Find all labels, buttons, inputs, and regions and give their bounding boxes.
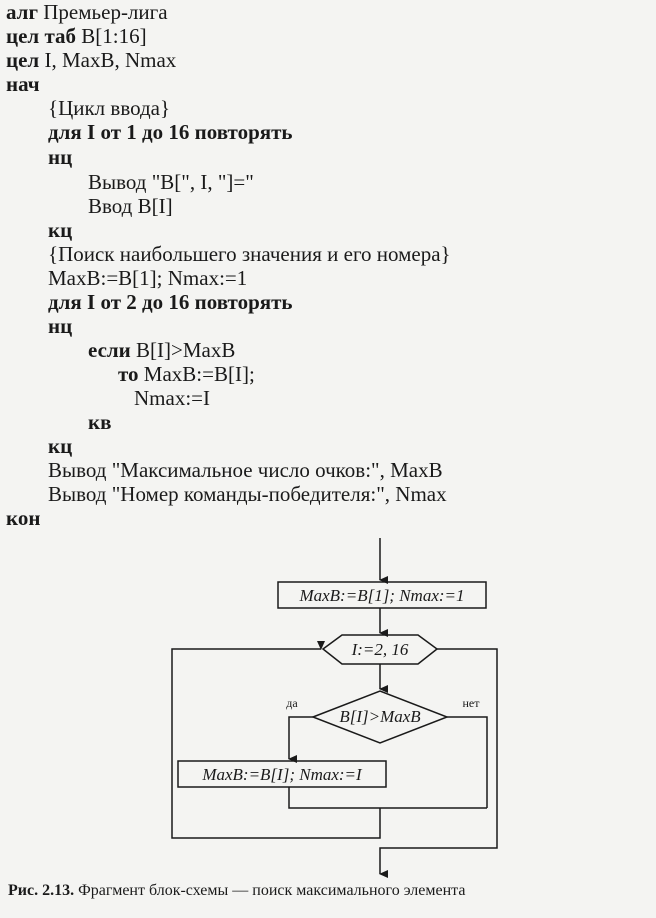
- then-statement: то MaxB:=B[I];: [118, 362, 255, 386]
- kw-for: для: [48, 120, 82, 144]
- kw-repeat: повторять: [194, 120, 293, 144]
- output-max-points: Вывод "Максимальное число очков:", MaxB: [48, 458, 443, 482]
- keyword-int: цел: [6, 48, 40, 72]
- loop1-to: 16: [168, 120, 190, 144]
- kw-input: Ввод: [88, 194, 133, 218]
- loop2-from: 2: [126, 290, 137, 314]
- keyword-end: кон: [6, 506, 41, 530]
- algorithm-header: алг Премьер-лига: [6, 0, 168, 24]
- algorithm-name: Премьер-лига: [43, 0, 168, 24]
- output-prompt: Вывод "B[", I, "]=": [88, 170, 254, 194]
- keyword-int-table: цел таб: [6, 24, 77, 48]
- initial-assignment: MaxB:=B[1]; Nmax:=1: [48, 266, 248, 290]
- declaration-vars: цел I, MaxB, Nmax: [6, 48, 176, 72]
- kw-repeat: повторять: [194, 290, 293, 314]
- action-block-shape: [177, 760, 387, 788]
- condition-text: B[I]>MaxB: [339, 707, 421, 726]
- kw-from: от: [100, 290, 122, 314]
- loop1-var: I: [87, 120, 96, 144]
- kw-output: Вывод: [48, 482, 107, 506]
- loop2-begin: нц: [48, 314, 73, 338]
- loop-block-text: I:=2, 16: [351, 640, 409, 659]
- loop-back-line: [171, 641, 381, 839]
- if-end: кв: [88, 410, 112, 434]
- yes-branch-line: [288, 716, 313, 763]
- flowchart: MaxB:=B[1]; Nmax:=1 I:=2, 16 B[I]>MaxB д…: [171, 538, 498, 878]
- loop1-end: кц: [48, 218, 73, 242]
- no-label: нет: [463, 696, 481, 710]
- if-statement: если B[I]>MaxB: [88, 338, 235, 362]
- loop2-header: для I от 2 до 16 повторять: [48, 290, 293, 314]
- kw-output: Вывод: [88, 170, 147, 194]
- kw-output: Вывод: [48, 458, 107, 482]
- kw-to: до: [142, 290, 164, 314]
- yes-label: да: [286, 696, 298, 710]
- keyword-begin: нач: [6, 72, 40, 96]
- output-max-points-args: "Максимальное число очков:", MaxB: [106, 458, 443, 482]
- output-winner: Вывод "Номер команды-победителя:", Nmax: [48, 482, 447, 506]
- kw-then: то: [118, 362, 139, 386]
- figure-caption-text: Фрагмент блок-схемы — поиск максимальног…: [78, 882, 466, 899]
- comment-input-loop: {Цикл ввода}: [48, 96, 171, 120]
- figure-number: Рис. 2.13.: [8, 882, 75, 899]
- input-statement: Ввод B[I]: [88, 194, 173, 218]
- input-args: B[I]: [137, 194, 173, 218]
- kw-for: для: [48, 290, 82, 314]
- action-block-text: MaxB:=B[I]; Nmax:=I: [201, 765, 363, 784]
- loop-exit-line: [379, 648, 498, 878]
- init-block-text: MaxB:=B[1]; Nmax:=1: [298, 586, 464, 605]
- loop2-var: I: [87, 290, 96, 314]
- declaration-table-vars: B[1:16]: [81, 24, 147, 48]
- then-assignment: MaxB:=B[I];: [143, 362, 255, 386]
- loop2-to: 16: [168, 290, 190, 314]
- keyword-alg: алг: [6, 0, 39, 24]
- no-branch-line: [447, 716, 488, 808]
- action-merge-line: [288, 787, 487, 809]
- loop1-begin: нц: [48, 145, 73, 169]
- loop1-header: для I от 1 до 16 повторять: [48, 120, 293, 144]
- kw-to: до: [142, 120, 164, 144]
- output-winner-args: "Номер команды-победителя:", Nmax: [111, 482, 447, 506]
- figure-caption: Рис. 2.13. Фрагмент блок-схемы — поиск м…: [8, 882, 465, 900]
- if-condition: B[I]>MaxB: [136, 338, 236, 362]
- loop2-end: кц: [48, 434, 73, 458]
- output-prompt-args: "B[", I, "]=": [151, 170, 254, 194]
- comment-search: {Поиск наибольшего значения и его номера…: [48, 242, 451, 266]
- then-assignment-2: Nmax:=I: [134, 386, 210, 410]
- kw-from: от: [100, 120, 122, 144]
- kw-if: если: [88, 338, 131, 362]
- declaration-table: цел таб B[1:16]: [6, 24, 147, 48]
- loop1-from: 1: [126, 120, 137, 144]
- init-block-shape: [277, 581, 487, 609]
- declaration-var-list: I, MaxB, Nmax: [44, 48, 177, 72]
